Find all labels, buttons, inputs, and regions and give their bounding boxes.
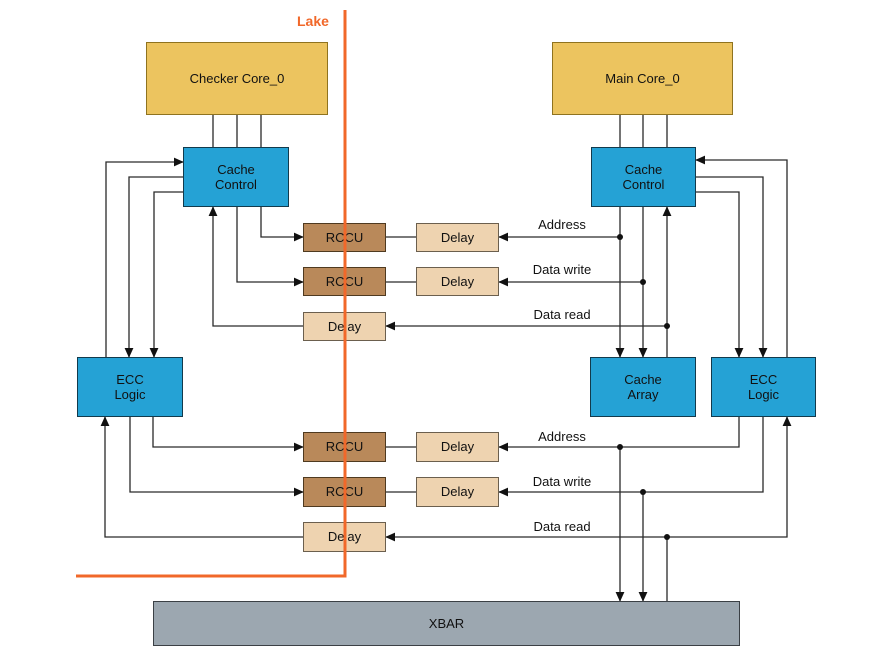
- core-to-cache-control-stubs: [212, 115, 668, 147]
- delay-label: Delay: [440, 484, 475, 500]
- delay-label: Delay: [440, 273, 475, 289]
- signal-label-datawrite-upper: Data write: [532, 262, 592, 277]
- xbar-lines: [615, 447, 648, 602]
- checker-core-label: Checker Core_0: [189, 70, 285, 86]
- delay-lower-datawrite-box: Delay: [416, 477, 499, 507]
- checker-ecc-rccu-delay-lines: [100, 416, 304, 538]
- signal-label-dataread-upper: Data read: [533, 307, 591, 322]
- checker-core-box: Checker Core_0: [146, 42, 328, 115]
- cache-control-main-box: Cache Control: [591, 147, 696, 207]
- rccu-label: RCCU: [325, 229, 364, 245]
- signal-label-datawrite-lower: Data write: [532, 474, 592, 489]
- xbar-label: XBAR: [428, 615, 465, 631]
- cache-control-checker-label: Cache Control: [215, 161, 257, 192]
- delay-label: Delay: [440, 229, 475, 245]
- signal-label-address-lower: Address: [538, 429, 586, 444]
- checker-cache-control-rccu-delay-lines: [208, 206, 304, 327]
- signal-label-dataread-lower: Data read: [533, 519, 591, 534]
- delay-upper-dataread-box: Delay: [303, 312, 386, 341]
- main-core-label: Main Core_0: [605, 70, 680, 86]
- delay-upper-datawrite-box: Delay: [416, 267, 499, 296]
- cache-control-main-label: Cache Control: [622, 161, 665, 192]
- delay-upper-address-box: Delay: [416, 223, 499, 252]
- cache-array-box: Cache Array: [590, 357, 696, 417]
- rccu-label: RCCU: [325, 439, 364, 455]
- lake-label: Lake: [297, 13, 329, 29]
- delay-label: Delay: [327, 318, 362, 334]
- main-cache-control-cache-array-lines: [615, 206, 672, 358]
- delay-label: Delay: [440, 439, 475, 455]
- rccu-delay-links: [386, 236, 416, 493]
- rccu-label: RCCU: [325, 273, 364, 289]
- cache-array-label: Cache Array: [624, 371, 662, 402]
- rccu-upper-datawrite-box: RCCU: [303, 267, 386, 296]
- delay-lower-dataread-box: Delay: [303, 522, 386, 552]
- ecc-logic-main-label: ECC Logic: [747, 371, 780, 402]
- rccu-upper-address-box: RCCU: [303, 223, 386, 252]
- checker-cache-control-ecc-loop: [105, 157, 184, 358]
- rccu-lower-address-box: RCCU: [303, 432, 386, 462]
- ecc-logic-checker-label: ECC Logic: [114, 371, 146, 402]
- delay-lower-address-box: Delay: [416, 432, 499, 462]
- rccu-label: RCCU: [325, 484, 364, 500]
- main-core-box: Main Core_0: [552, 42, 733, 115]
- delay-label: Delay: [327, 529, 362, 545]
- signal-label-address-upper: Address: [538, 217, 586, 232]
- rccu-lower-datawrite-box: RCCU: [303, 477, 386, 507]
- xbar-box: XBAR: [153, 601, 740, 646]
- ecc-logic-main-box: ECC Logic: [711, 357, 816, 417]
- ecc-logic-checker-box: ECC Logic: [77, 357, 183, 417]
- main-cache-control-ecc-loop: [695, 155, 788, 358]
- cache-control-checker-box: Cache Control: [183, 147, 289, 207]
